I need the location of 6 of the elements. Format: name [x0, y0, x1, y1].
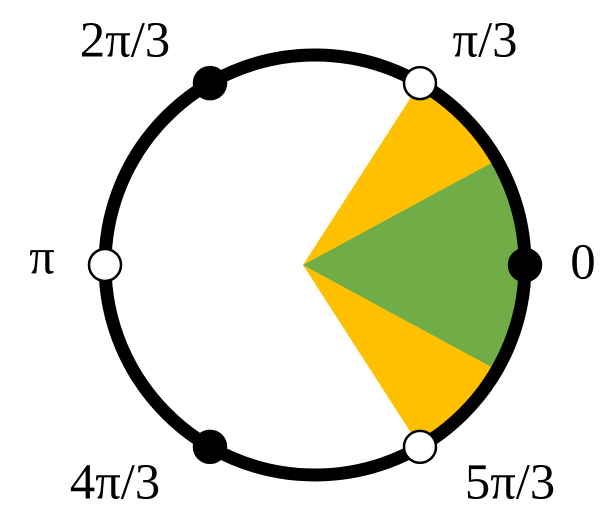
angle-label: π/3 — [453, 22, 516, 58]
angle-label: 0 — [572, 244, 594, 280]
angle-label: 4π/3 — [70, 464, 158, 500]
angle-label: 5π/3 — [468, 464, 554, 500]
angle-label: π — [30, 250, 54, 274]
angle-label: 2π/3 — [82, 22, 168, 58]
